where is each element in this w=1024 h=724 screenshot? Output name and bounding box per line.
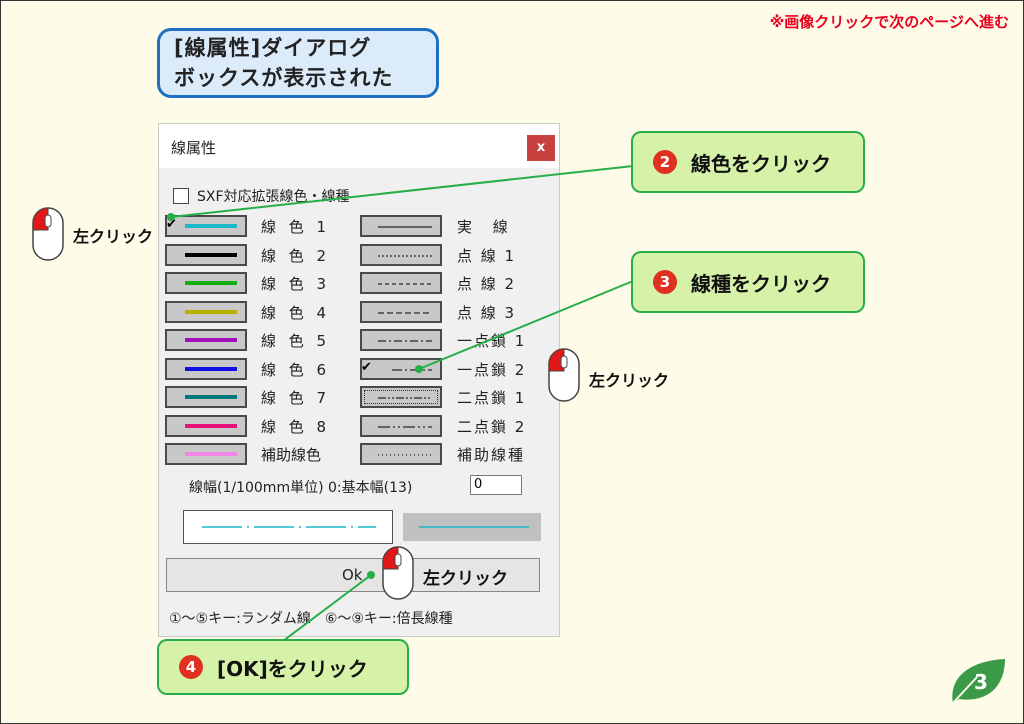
- color-swatch: [185, 253, 237, 257]
- line-type-button-2[interactable]: [360, 244, 442, 266]
- line-color-label-1: 線 色 1: [261, 218, 331, 236]
- line-type-button-1[interactable]: [360, 215, 442, 237]
- ok-button[interactable]: Ok: [166, 558, 540, 592]
- step-2-badge: 2: [653, 150, 677, 174]
- line-pattern-sample: [392, 369, 432, 371]
- line-type-label-1: 実 線: [457, 218, 516, 236]
- color-swatch: [185, 281, 237, 285]
- line-pattern-sample: [378, 255, 432, 257]
- line-color-label-3: 線 色 3: [261, 275, 331, 293]
- line-color-label-6: 線 色 6: [261, 361, 331, 379]
- line-color-label-5: 線 色 5: [261, 332, 331, 350]
- line-color-button-2[interactable]: [165, 244, 247, 266]
- line-width-input[interactable]: 0: [470, 475, 522, 495]
- line-color-button-8[interactable]: [165, 415, 247, 437]
- line-pattern-sample: [378, 312, 432, 314]
- callout-line-color: 2 線色をクリック: [631, 131, 865, 193]
- line-color-label-2: 線 色 2: [261, 247, 331, 265]
- line-type-button-3[interactable]: [360, 272, 442, 294]
- line-color-button-5[interactable]: [165, 329, 247, 351]
- left-click-label-1: 左クリック: [73, 227, 154, 246]
- line-color-button-4[interactable]: [165, 301, 247, 323]
- line-pattern-sample: [378, 340, 432, 342]
- line-color-button-7[interactable]: [165, 386, 247, 408]
- check-icon: ✔: [361, 360, 372, 375]
- line-type-button-5[interactable]: [360, 329, 442, 351]
- line-type-button-7[interactable]: [360, 386, 442, 408]
- line-pattern-sample: [378, 226, 432, 228]
- callout-line-type-text: 線種をクリック: [691, 271, 831, 296]
- next-page-note: ※画像クリックで次のページへ進む: [769, 13, 1009, 31]
- line-color-button-6[interactable]: [165, 358, 247, 380]
- left-click-label-2: 左クリック: [589, 371, 670, 390]
- dialog-titlebar: 線属性 x: [159, 124, 559, 168]
- color-swatch: [185, 424, 237, 428]
- line-color-label-9: 補助線色: [261, 446, 322, 464]
- line-type-label-3: 点 線 2: [457, 275, 517, 293]
- callout-line-type: 3 線種をクリック: [631, 251, 865, 313]
- sxf-checkbox[interactable]: [173, 188, 189, 204]
- line-color-button-3[interactable]: [165, 272, 247, 294]
- line-type-button-4[interactable]: [360, 301, 442, 323]
- line-pattern-sample: [378, 454, 432, 456]
- callout-ok-text: [OK]をクリック: [217, 656, 368, 681]
- check-icon: ✔: [166, 217, 177, 232]
- callout-ok: 4 [OK]をクリック: [157, 639, 409, 695]
- line-color-button-9[interactable]: [165, 443, 247, 465]
- line-type-button-6[interactable]: ✔: [360, 358, 442, 380]
- mouse-left-click-icon: [32, 207, 64, 261]
- mouse-left-click-icon: [548, 348, 580, 402]
- callout-line-2: ボックスが表示された: [174, 66, 394, 90]
- callout-line-1: [線属性]ダイアログ: [174, 36, 372, 60]
- dialog-title: 線属性: [171, 139, 217, 157]
- left-click-label-3: 左クリック: [423, 569, 508, 589]
- step-3-badge: 3: [653, 270, 677, 294]
- line-color-label-7: 線 色 7: [261, 389, 331, 407]
- line-type-button-8[interactable]: [360, 415, 442, 437]
- color-swatch: [185, 452, 237, 456]
- color-swatch: [185, 310, 237, 314]
- line-color-label-4: 線 色 4: [261, 304, 331, 322]
- preview-color-line: [419, 526, 529, 528]
- line-type-label-2: 点 線 1: [457, 247, 517, 265]
- color-swatch: [185, 224, 237, 228]
- line-type-label-7: 二点鎖 1: [457, 389, 527, 407]
- line-color-label-8: 線 色 8: [261, 418, 331, 436]
- line-preview: [183, 510, 393, 544]
- line-type-label-8: 二点鎖 2: [457, 418, 527, 436]
- line-type-button-9[interactable]: [360, 443, 442, 465]
- line-pattern-sample: [378, 426, 432, 428]
- preview-chain-line: [202, 526, 376, 528]
- line-type-label-6: 一点鎖 2: [457, 361, 527, 379]
- ok-button-label: Ok: [342, 566, 363, 584]
- line-type-label-9: 補助線種: [457, 446, 526, 464]
- close-button[interactable]: x: [527, 135, 555, 161]
- color-swatch: [185, 338, 237, 342]
- page-number: 3: [974, 670, 988, 694]
- line-type-label-4: 点 線 3: [457, 304, 517, 322]
- line-width-label: 線幅(1/100mm単位) 0:基本幅(13): [189, 480, 413, 496]
- color-preview: [403, 513, 541, 541]
- color-swatch: [185, 367, 237, 371]
- step-4-badge: 4: [179, 655, 203, 679]
- dialog-shown-callout: [線属性]ダイアログ ボックスが表示された: [157, 28, 439, 98]
- page-number-leaf-icon: 3: [952, 659, 1005, 704]
- callout-line-color-text: 線色をクリック: [691, 151, 831, 176]
- mouse-left-click-icon: [382, 546, 414, 600]
- line-pattern-sample: [378, 283, 432, 285]
- line-color-button-1[interactable]: ✔: [165, 215, 247, 237]
- color-swatch: [185, 395, 237, 399]
